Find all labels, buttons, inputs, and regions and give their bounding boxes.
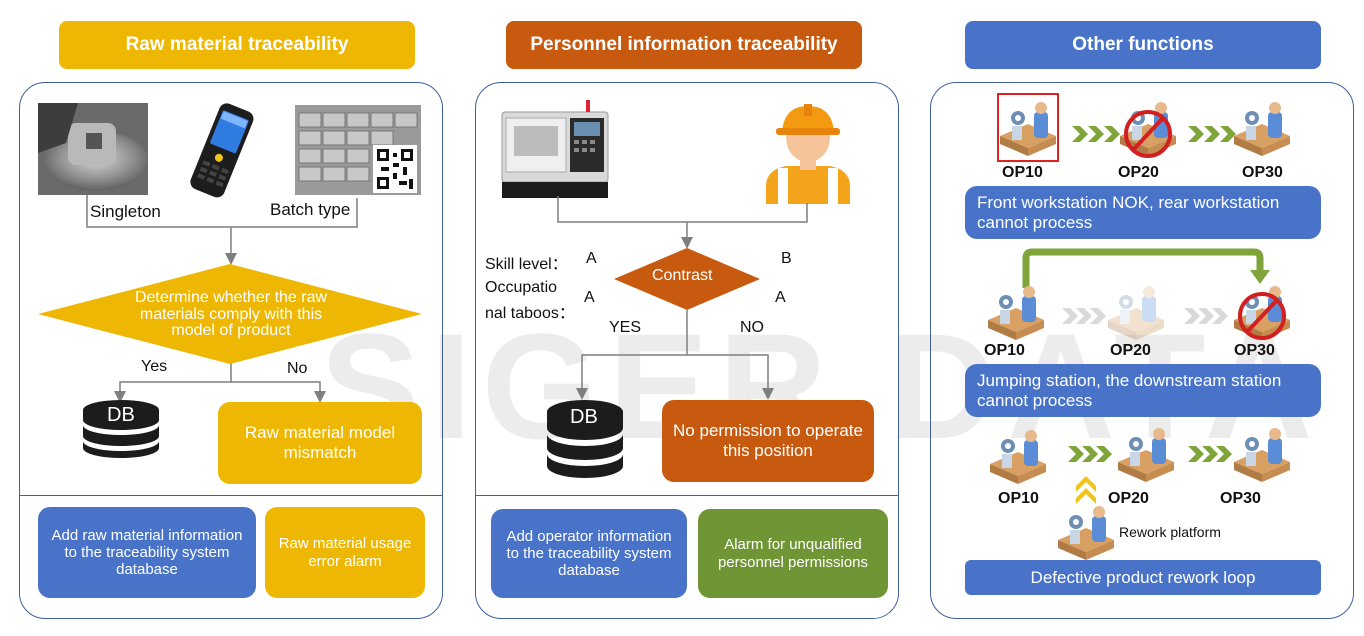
row1-op10: OP10 [1002,164,1043,181]
row2-op30: OP30 [1234,342,1275,359]
raw-decision-text: Determine whether the raw materials comp… [134,288,328,340]
taboo-a: A [584,289,595,306]
raw-add-info-box: Add raw material information to the trac… [38,507,256,598]
raw-alarm-box: Raw material usage error alarm [265,507,425,598]
contrast-diamond [614,248,760,310]
personnel-database-icon [547,400,623,478]
skill-level-label: Skill level： [485,256,568,273]
row2-caption: Jumping station, the downstream station … [965,364,1321,417]
row3-caption: Defective product rework loop [965,560,1321,595]
raw-database-icon [83,400,159,458]
row3-op10: OP10 [998,490,1039,507]
raw-decision-diamond [38,264,422,364]
raw-panel-divider [20,495,442,496]
batch-material-photo [295,105,421,195]
raw-no-label: No [287,360,308,377]
row1-caption: Front workstation NOK, rear workstation … [965,186,1321,239]
handheld-scanner-icon [190,103,254,198]
raw-yes-label: Yes [141,358,168,375]
no-permission-box: No permission to operate this position [662,400,874,482]
contrast-label: Contrast [652,267,713,284]
personnel-no-label: NO [740,319,764,336]
row3-op30: OP30 [1220,490,1261,507]
other-functions-panel [930,82,1354,619]
taboo-label-line2: nal taboos： [485,305,575,322]
row2-op10: OP10 [984,342,1025,359]
raw-db-label: DB [107,404,135,426]
singleton-label: Singleton [90,202,161,221]
skill-level-a: A [586,250,597,267]
raw-mismatch-box: Raw material model mismatch [218,402,422,484]
singleton-part-photo [38,103,148,195]
personnel-yes-label: YES [609,319,642,336]
personnel-alarm-box: Alarm for unqualified personnel permissi… [698,509,888,598]
other-functions-header: Other functions [965,21,1321,69]
taboo-label-line1: Occupatio [485,279,558,296]
worker-icon [766,104,850,204]
skill-level-b: B [781,250,792,267]
row1-op20: OP20 [1118,164,1159,181]
personnel-header: Personnel information traceability [506,21,862,69]
row1-op30: OP30 [1242,164,1283,181]
personnel-panel [475,82,899,619]
raw-material-panel [19,82,443,619]
personnel-add-info-box: Add operator information to the traceabi… [491,509,687,598]
rework-platform-label: Rework platform [1119,524,1221,540]
personnel-db-label: DB [570,406,598,428]
personnel-panel-divider [476,495,898,496]
cnc-machine-icon [501,100,609,198]
row2-op20: OP20 [1110,342,1151,359]
batch-type-label: Batch type [270,200,351,219]
taboo-b: A [775,289,786,306]
raw-material-header: Raw material traceability [59,21,415,69]
row3-op20: OP20 [1108,490,1149,507]
